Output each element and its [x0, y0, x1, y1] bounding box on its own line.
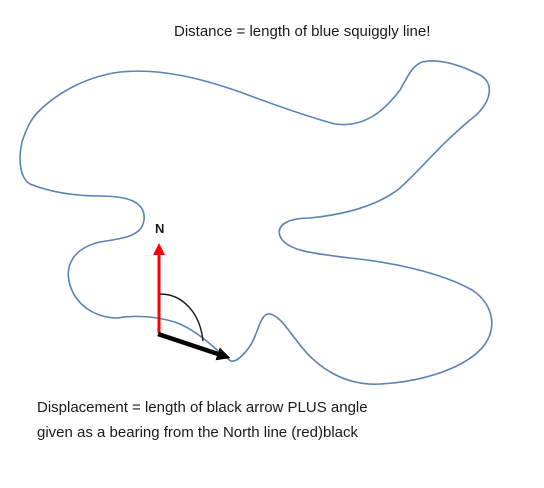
displacement-caption-line-2: given as a bearing from the North line (… [37, 424, 358, 441]
squiggly-path [19, 60, 493, 385]
bearing-arc [159, 293, 204, 342]
displacement-caption: Displacement = length of black arrow PLU… [37, 395, 368, 445]
distance-caption: Distance = length of blue squiggly line! [174, 23, 431, 40]
north-label: N [155, 221, 164, 236]
displacement-caption-line-1: Displacement = length of black arrow PLU… [37, 399, 368, 416]
displacement-arrow [157, 331, 231, 361]
